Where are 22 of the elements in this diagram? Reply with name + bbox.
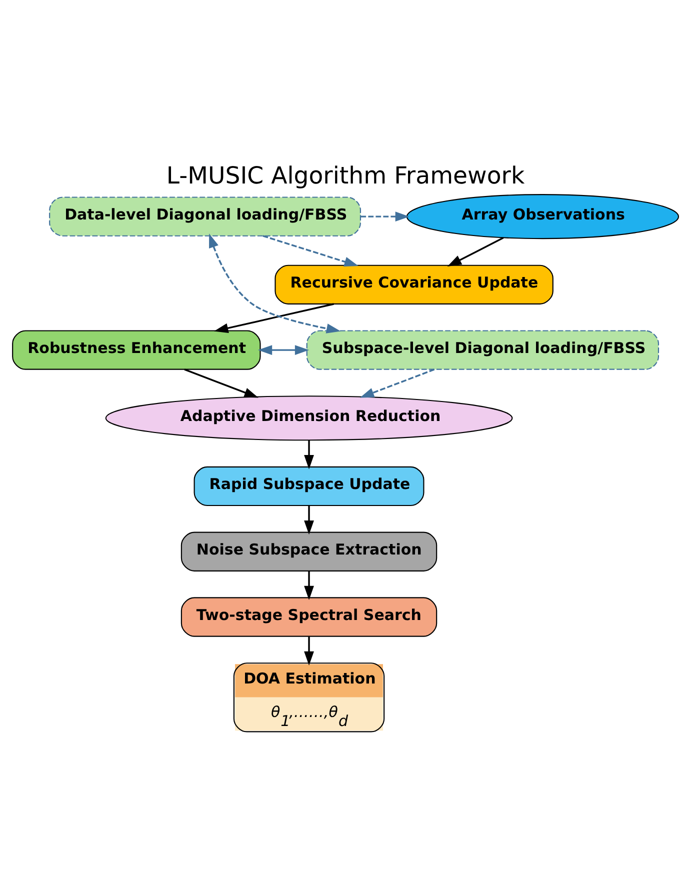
arrow (258, 345, 310, 356)
arrow (360, 212, 410, 222)
node-box: Two-stage Spectral Search (180, 597, 438, 637)
node-box: Subspace-level Diagonal loading/FBSS (306, 330, 660, 370)
arrow (447, 237, 504, 267)
arrow (209, 233, 341, 334)
node-ellipse: Adaptive Dimension Reduction (105, 396, 513, 441)
arrow (262, 235, 358, 266)
arrow (304, 440, 314, 470)
node-box: Data-level Diagonal loading/FBSS (49, 196, 361, 236)
arrow (184, 368, 258, 398)
node-box: Recursive Covariance Update (274, 264, 554, 304)
arrow (304, 636, 314, 666)
node-ellipse: Array Observations (406, 194, 680, 240)
arrow (304, 570, 314, 600)
diagram-title: L-MUSIC Algorithm Framework (166, 161, 525, 190)
node-box: Rapid Subspace Update (194, 466, 424, 506)
node-box: Robustness Enhancement (12, 330, 261, 370)
arrow (214, 303, 334, 333)
arrow (304, 506, 314, 535)
arrow (360, 368, 435, 398)
node-box: Noise Subspace Extraction (180, 532, 438, 572)
